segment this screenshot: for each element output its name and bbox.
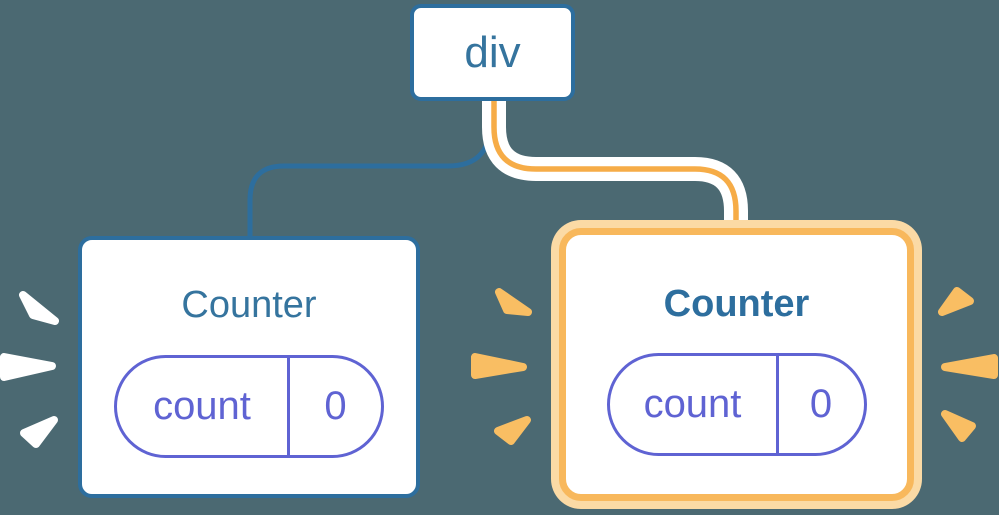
counter-card-right-highlight-ring: Counter count 0: [551, 220, 922, 509]
counter-left-state-pill: count 0: [114, 355, 384, 458]
state-value-label: 0: [775, 356, 864, 453]
root-node-div: div: [410, 4, 575, 101]
state-key-label: count: [643, 382, 742, 426]
counter-card-right: Counter count 0: [559, 228, 914, 501]
sparkle-white-top-icon: [19, 291, 59, 325]
state-key-label: count: [153, 384, 251, 428]
edge-to-left-counter: [247, 101, 493, 240]
root-node-label: div: [464, 27, 521, 77]
sparkle-orange-right-middle-icon: [941, 354, 998, 379]
sparkle-orange-right-bottom-icon: [941, 410, 976, 442]
state-value-label: 0: [287, 358, 381, 455]
counter-card-left: Counter count 0: [78, 236, 420, 498]
sparkle-white-middle-icon: [0, 353, 56, 381]
sparkle-orange-left-top-icon: [495, 288, 532, 316]
counter-right-state-pill: count 0: [606, 353, 867, 456]
sparkle-orange-left-bottom-icon: [494, 416, 531, 445]
sparkle-white-bottom-icon: [20, 416, 58, 448]
counter-left-title: Counter: [181, 284, 317, 326]
sparkle-orange-right-top-icon: [938, 287, 974, 316]
edge-to-right-counter: [491, 101, 739, 236]
counter-right-title: Counter: [663, 283, 810, 325]
sparkle-orange-left-middle-icon: [471, 353, 527, 379]
